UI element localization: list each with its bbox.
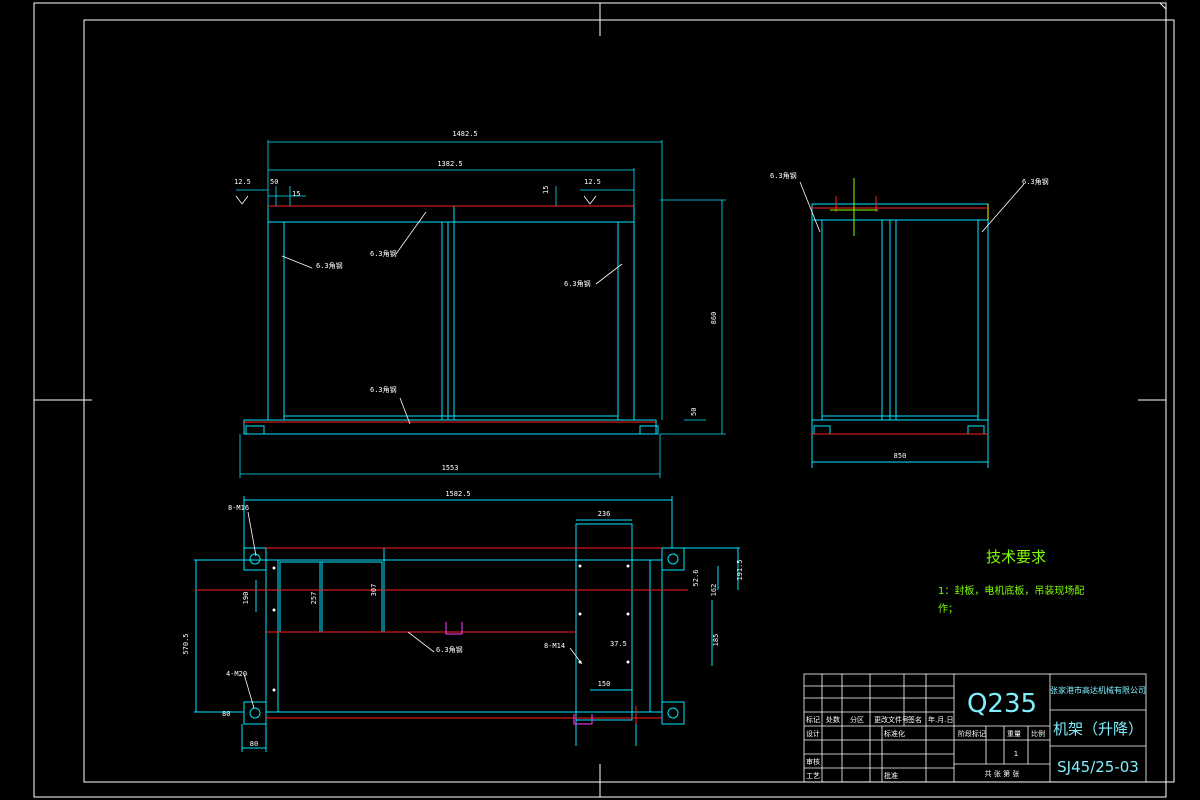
weld-label-4: 6.3角钢 xyxy=(370,385,397,394)
dim-1382-5: 1382.5 xyxy=(437,160,462,168)
weld-label-1: 6.3角钢 xyxy=(316,261,343,270)
part-name: 机架（升降） xyxy=(1053,720,1143,738)
row-standardization: 标准化 xyxy=(884,729,905,738)
title-block xyxy=(803,673,1147,783)
side-view xyxy=(799,178,1025,468)
front-view xyxy=(235,140,726,478)
drawing-number: SJ45/25-03 xyxy=(1057,758,1139,776)
dim-860: 860 xyxy=(710,312,718,325)
col-label-1: 处数 xyxy=(826,715,840,724)
dim-15: 15 xyxy=(292,190,300,198)
dim-850: 850 xyxy=(894,452,907,460)
sheet-count: 共 张 第 张 xyxy=(985,769,1020,778)
weld-label-5: 6.3角钢 xyxy=(770,171,797,180)
col-label-4: 签名 xyxy=(908,715,922,724)
dim-185: 185 xyxy=(712,634,720,647)
dim-37-5: 37.5 xyxy=(610,640,627,648)
weld-label-6: 6.3角钢 xyxy=(1022,177,1049,186)
row-approve: 批准 xyxy=(884,771,898,780)
dim-15b: 15 xyxy=(542,186,550,194)
dim-52-6: 52.6 xyxy=(692,570,700,587)
dim-50: 50 xyxy=(270,178,278,186)
bolt-8-m16: 8-M16 xyxy=(228,504,249,512)
dim-570-5: 570.5 xyxy=(182,633,190,654)
dim-1553: 1553 xyxy=(442,464,459,472)
technical-notes: 技术要求 1：封板，电机底板，吊装现场配 作； xyxy=(938,548,1084,615)
col-label-0: 标记 xyxy=(806,715,820,724)
dim-50-base: 50 xyxy=(690,408,698,416)
weld-label-3: 6.3角钢 xyxy=(564,279,591,288)
dim-12-5-right: 12.5 xyxy=(584,178,601,186)
notes-line-2: 作； xyxy=(938,603,958,615)
col-label-3: 更改文件号 xyxy=(874,715,909,724)
weld-label-2: 6.3角钢 xyxy=(370,249,397,258)
row-design: 设计 xyxy=(806,729,820,738)
bolt-8-m14: 8-M14 xyxy=(544,642,565,650)
dim-150: 150 xyxy=(598,680,611,688)
dim-190: 190 xyxy=(242,592,250,605)
row-process: 工艺 xyxy=(806,772,820,780)
company-name: 张家港市高达机械有限公司 xyxy=(1050,685,1146,695)
stage-mark: 阶段标记 xyxy=(958,729,986,738)
dim-12-5-left: 12.5 xyxy=(234,178,251,186)
dim-1582-5: 1582.5 xyxy=(445,490,470,498)
weight-label: 重量 xyxy=(1007,730,1021,738)
dim-191-5: 191.5 xyxy=(736,559,744,580)
material-q235: Q235 xyxy=(967,689,1037,719)
dim-162: 162 xyxy=(710,584,718,597)
notes-line-1: 1：封板，电机底板，吊装现场配 xyxy=(938,584,1084,597)
dim-80b: 80 xyxy=(250,740,258,748)
dim-307: 307 xyxy=(370,584,378,597)
notes-title: 技术要求 xyxy=(986,548,1046,566)
weld-label-7: 6.3角钢 xyxy=(436,645,463,654)
sheet-frame xyxy=(33,2,1175,798)
dim-236: 236 xyxy=(598,510,611,518)
dim-257: 257 xyxy=(310,592,318,605)
dim-80: 80 xyxy=(222,710,230,718)
title-block-text: Q235 张家港市高达机械有限公司 机架（升降） SJ45/25-03 标记 处… xyxy=(806,685,1146,780)
plan-view-labels: 1582.5 236 8-M16 4-M20 8-M14 190 257 307… xyxy=(182,490,744,748)
bolt-4-m20: 4-M20 xyxy=(226,670,247,678)
col-label-5: 年.月.日 xyxy=(928,715,953,724)
col-label-2: 分区 xyxy=(850,715,864,724)
plan-view xyxy=(194,496,740,752)
row-check: 审核 xyxy=(806,757,820,766)
dim-1482-5: 1482.5 xyxy=(452,130,477,138)
scale-value: 1 xyxy=(1014,750,1018,758)
scale-label: 比例 xyxy=(1031,729,1045,738)
front-view-labels: 1482.5 1382.5 12.5 12.5 50 15 15 860 50 … xyxy=(234,130,718,472)
side-view-labels: 6.3角钢 6.3角钢 850 xyxy=(770,171,1049,460)
